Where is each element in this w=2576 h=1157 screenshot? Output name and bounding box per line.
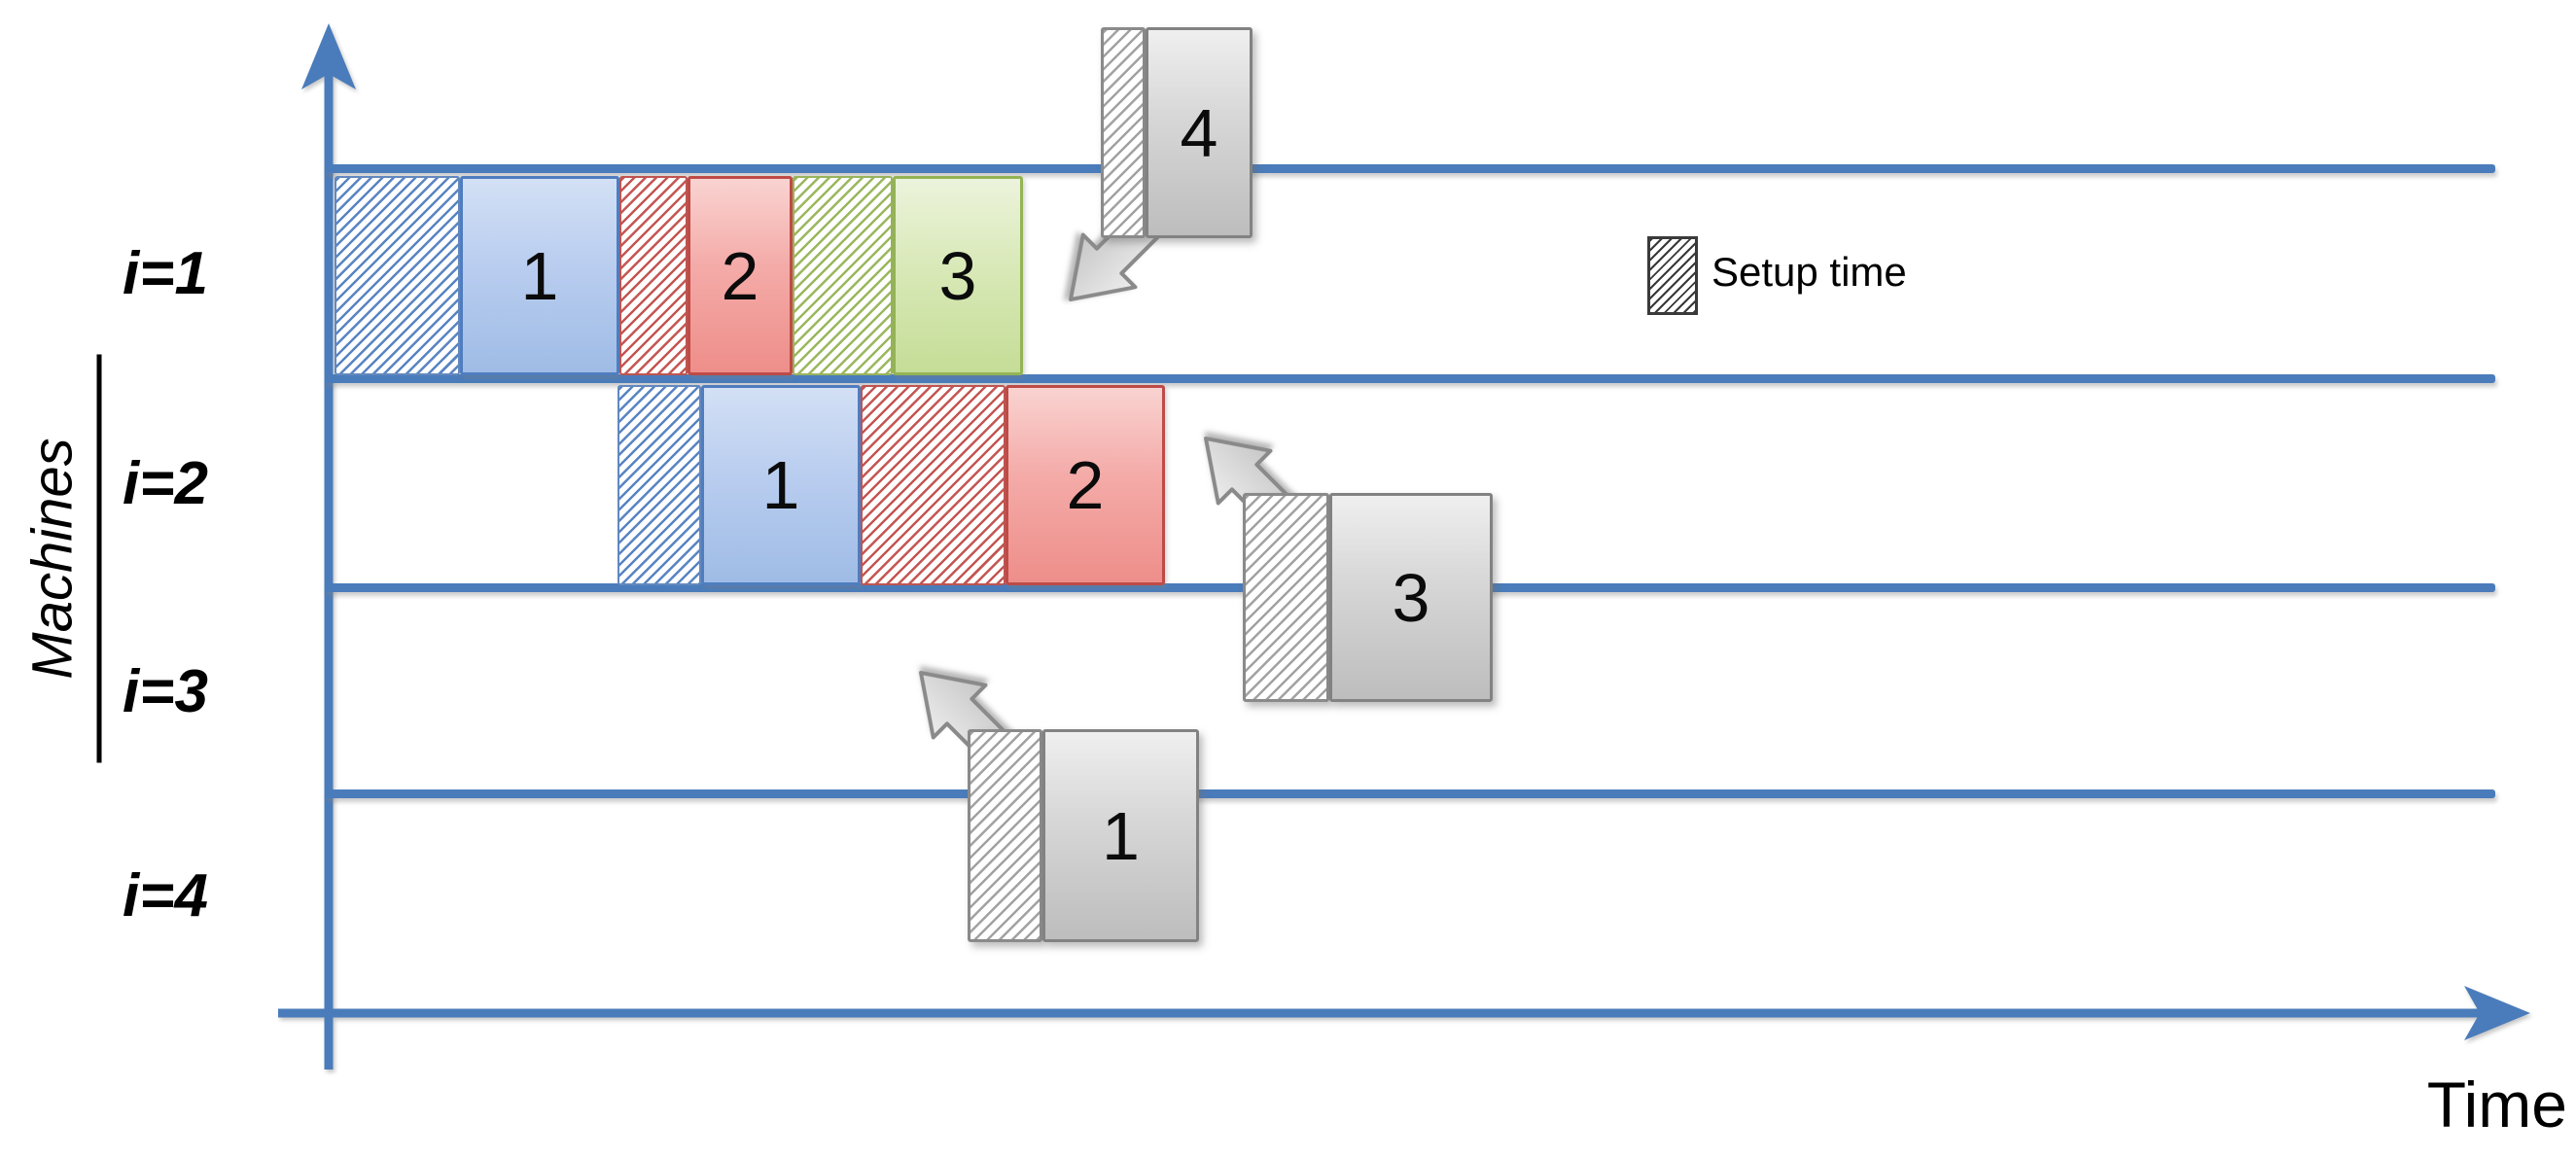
machine-row-line-4 [325,789,2495,798]
job-label: 3 [938,237,977,314]
machine-label-1: i=1 [123,240,208,307]
job-label: 1 [520,237,559,314]
x-axis-title: Time [2426,1069,2567,1140]
job-label: 1 [761,447,800,523]
job-label: 3 [1392,559,1430,636]
pending-setup-job4 [1101,27,1146,238]
legend-setup-swatch-icon [1647,236,1698,315]
setup-block-m1-j1 [335,176,460,375]
setup-block-m2-j2 [861,385,1006,585]
machine-label-4: i=4 [123,862,208,929]
pending-setup-job3 [1243,493,1329,702]
job-label: 4 [1180,94,1218,171]
setup-block-m2-j1 [618,385,701,585]
legend-label: Setup time [1711,249,1907,295]
pending-job-3: 3 [1329,493,1493,702]
machine-label-2: i=2 [123,450,208,517]
job-block-m1-j1: 1 [460,176,619,375]
setup-block-m1-j3 [793,176,893,375]
machine-row-line-1 [325,164,2495,173]
setup-block-m1-j2 [619,176,688,375]
job-block-m2-j2: 2 [1006,385,1165,585]
machine-label-3: i=3 [123,658,208,725]
job-label: 2 [1066,447,1105,523]
job-block-m1-j2: 2 [688,176,793,375]
machine-row-line-2 [325,374,2495,383]
pending-job-4: 4 [1146,27,1253,238]
pending-job-1: 1 [1042,729,1199,942]
x-axis-arrowhead [2464,986,2530,1040]
job-block-m2-j1: 1 [701,385,861,585]
job-label: 2 [721,237,759,314]
job-label: 1 [1102,797,1140,874]
job-block-m1-j3: 3 [893,176,1023,375]
pending-setup-job1 [968,729,1042,942]
y-axis-arrowhead [301,23,356,89]
